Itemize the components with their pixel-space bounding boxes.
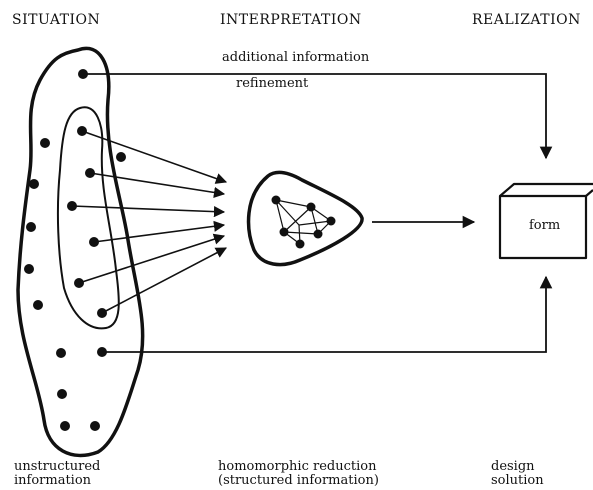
caption-line: homomorphic reduction <box>218 459 377 474</box>
top-feedback-arrow <box>83 73 553 160</box>
caption-line: solution <box>491 473 544 488</box>
structured-information-shape <box>246 170 364 267</box>
structure-graph-nodes <box>271 195 336 249</box>
situation-inner-boundary <box>56 106 120 330</box>
refinement-label: refinement <box>236 76 309 91</box>
form-box <box>498 182 593 260</box>
data-point <box>26 222 36 232</box>
data-point <box>29 179 39 189</box>
homomorphic-reduction-caption: homomorphic reduction (structured inform… <box>218 460 379 488</box>
data-point <box>24 264 34 274</box>
data-point <box>33 300 43 310</box>
data-point <box>57 389 67 399</box>
realization-heading: REALIZATION <box>472 12 581 28</box>
caption-line: unstructured <box>14 459 101 474</box>
caption-line: design <box>491 459 535 474</box>
bottom-feedback-arrow <box>102 275 553 353</box>
data-point <box>116 152 126 162</box>
interpretation-heading: INTERPRETATION <box>220 12 362 28</box>
graph-node <box>271 195 281 205</box>
reduction-arrows <box>71 130 228 314</box>
caption-line: (structured information) <box>218 473 379 488</box>
unstructured-information-caption: unstructured information <box>14 460 100 488</box>
situation-outer-boundary <box>16 46 145 458</box>
data-point <box>40 138 50 148</box>
structure-graph-edges <box>275 199 332 245</box>
situation-dots <box>24 69 126 431</box>
additional-information-label: additional information <box>222 50 370 65</box>
graph-node <box>295 239 305 249</box>
graph-node <box>279 227 289 237</box>
form-label: form <box>529 218 561 233</box>
data-point <box>60 421 70 431</box>
graph-node <box>306 202 316 212</box>
design-solution-caption: design solution <box>491 460 544 488</box>
graph-node <box>313 229 323 239</box>
situation-heading: SITUATION <box>12 12 101 28</box>
data-point <box>56 348 66 358</box>
data-point <box>90 421 100 431</box>
graph-node <box>326 216 336 226</box>
caption-line: information <box>14 473 92 488</box>
